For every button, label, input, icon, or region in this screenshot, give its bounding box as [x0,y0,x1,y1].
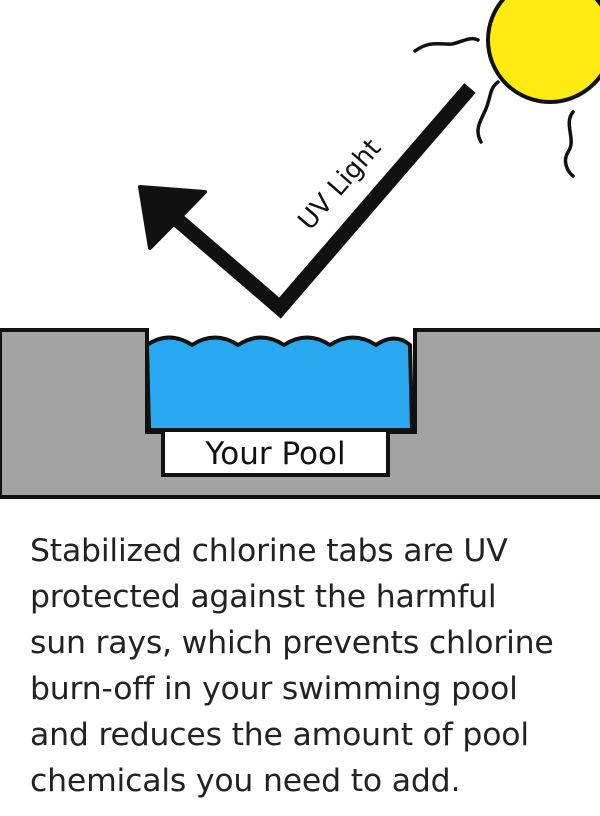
sun-ray [413,36,480,53]
caption-line: burn-off in your swimming pool [30,671,518,707]
uv-pool-diagram: Your Pool UV Light [0,0,600,499]
uv-light-label: UV Light [293,133,388,236]
sun-icon [486,0,600,104]
uv-arrow-head [138,185,207,250]
caption-line: chemicals you need to add. [30,763,461,799]
caption-line: Stabilized chlorine tabs are UV [30,533,508,569]
caption-line: and reduces the amount of pool [30,717,529,753]
pool-water [145,335,414,432]
sun-ray [563,110,575,178]
pool-label-box [161,428,390,477]
uv-light-arrow [161,83,476,319]
caption-paragraph: Stabilized chlorine tabs are UV protecte… [30,528,595,804]
caption-line: sun rays, which prevents chlorine [30,625,554,661]
caption-line: protected against the harmful [30,579,497,615]
sun-ray [476,80,500,144]
pool-label: Your Pool [204,436,345,472]
